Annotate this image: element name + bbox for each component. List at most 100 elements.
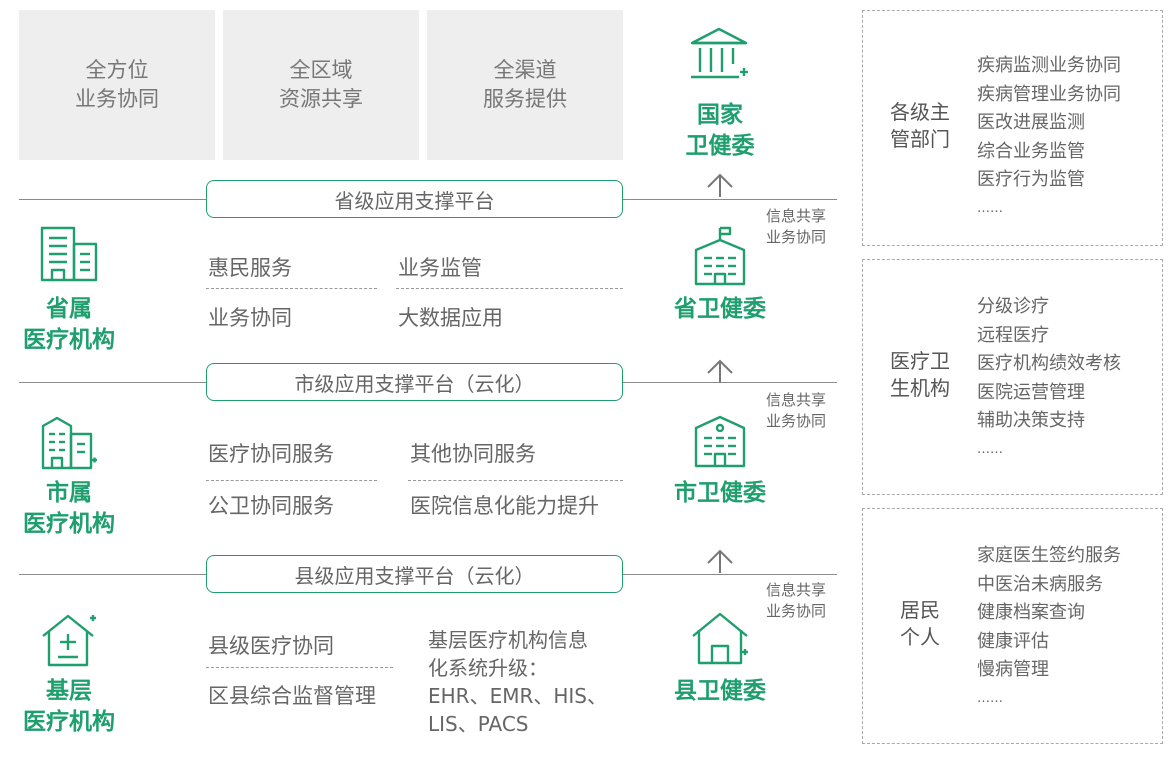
service-public-health: 公卫协同服务 <box>208 494 334 518</box>
panel-items: 家庭医生签约服务 中医治未病服务 健康档案查询 健康评估 慢病管理 …… <box>977 542 1121 713</box>
share-label: 信息共享 业务协同 <box>766 580 826 622</box>
panel-title: 医疗卫 生机构 <box>885 348 955 402</box>
panel-item: 家庭医生签约服务 <box>977 545 1121 566</box>
platform-label: 省级应用支撑平台 <box>334 188 495 213</box>
service-bigdata: 大数据应用 <box>398 306 503 330</box>
institution-line2: 医疗机构 <box>23 327 115 353</box>
grassroots-upgrade-text: 基层医疗机构信息 化系统升级： EHR、EMR、HIS、 LIS、PACS <box>428 626 607 738</box>
panel-title-line1: 医疗卫 <box>890 349 950 373</box>
panel-item: 医疗机构绩效考核 <box>977 353 1121 374</box>
up-arrow-icon <box>705 548 735 574</box>
clinic-house-icon <box>40 612 98 668</box>
city-institution-label: 市属 医疗机构 <box>13 478 125 540</box>
panel-title-line1: 居民 <box>900 598 940 622</box>
panel-item: 远程医疗 <box>977 324 1049 346</box>
provincial-institution-label: 省属 医疗机构 <box>13 294 125 356</box>
dashed-divider <box>206 480 377 481</box>
institution-line2: 医疗机构 <box>23 511 115 537</box>
panel-item: 中医治未病服务 <box>977 573 1103 595</box>
grassroots-institution-label: 基层 医疗机构 <box>13 676 125 738</box>
share-line1: 信息共享 <box>766 207 827 225</box>
panel-title-line1: 各级主 <box>890 100 950 124</box>
service-county-collab: 县级医疗协同 <box>208 634 334 658</box>
panel-institutions: 医疗卫 生机构 分级诊疗 远程医疗 医疗机构绩效考核 医院运营管理 辅助决策支持… <box>862 259 1163 495</box>
upgrade-line: EHR、EMR、HIS、 <box>428 684 607 708</box>
county-commission-label: 县卫健委 <box>674 678 766 704</box>
panel-item: 健康评估 <box>977 630 1049 652</box>
share-label: 信息共享 业务协同 <box>766 390 826 432</box>
provincial-commission-label: 省卫健委 <box>674 296 766 322</box>
panel-item: 分级诊疗 <box>977 296 1049 317</box>
panel-residents: 居民 个人 家庭医生签约服务 中医治未病服务 健康档案查询 健康评估 慢病管理 … <box>862 508 1163 744</box>
city-commission-label: 市卫健委 <box>674 480 766 506</box>
panel-items: 分级诊疗 远程医疗 医疗机构绩效考核 医院运营管理 辅助决策支持 …… <box>977 293 1121 464</box>
panel-item: 医院运营管理 <box>977 381 1085 403</box>
institution-line1: 基层 <box>46 678 92 704</box>
provincial-platform: 省级应用支撑平台 <box>206 180 623 218</box>
top-box-business: 全方位 业务协同 <box>19 10 215 160</box>
panel-title: 各级主 管部门 <box>885 99 955 153</box>
share-line1: 信息共享 <box>766 391 827 409</box>
panel-item: 慢病管理 <box>977 659 1049 680</box>
top-box-services: 全渠道 服务提供 <box>427 10 623 160</box>
panel-title: 居民 个人 <box>885 597 955 651</box>
house-icon <box>690 610 750 666</box>
panel-item: 医改进展监测 <box>977 112 1085 133</box>
commission-line1: 国家 <box>697 102 743 128</box>
dashed-divider <box>396 288 623 289</box>
institution-line1: 省属 <box>46 296 92 322</box>
top-box-line2: 业务协同 <box>75 87 159 111</box>
upgrade-line: 化系统升级： <box>428 656 548 680</box>
county-platform: 县级应用支撑平台（云化） <box>206 555 623 593</box>
panel-title-line2: 管部门 <box>890 127 950 151</box>
share-label: 信息共享 业务协同 <box>766 206 826 248</box>
panel-items: 疾病监测业务协同 疾病管理业务协同 医改进展监测 综合业务监管 医疗行为监管 …… <box>977 52 1121 223</box>
government-building-icon <box>689 26 751 82</box>
share-line2: 业务协同 <box>766 412 827 430</box>
panel-title-line2: 个人 <box>900 625 940 649</box>
top-box-line1: 全区域 <box>289 58 353 82</box>
national-commission-label: 国家 卫健委 <box>662 100 778 162</box>
service-other-collab: 其他协同服务 <box>410 442 536 466</box>
service-medical-collab: 医疗协同服务 <box>208 442 334 466</box>
panel-authorities: 各级主 管部门 疾病监测业务协同 疾病管理业务协同 医改进展监测 综合业务监管 … <box>862 10 1163 246</box>
city-hospital-icon <box>40 414 98 470</box>
top-box-line1: 全方位 <box>85 58 149 82</box>
panel-item: 疾病监测业务协同 <box>977 55 1121 76</box>
institution-line2: 医疗机构 <box>23 709 115 735</box>
share-line2: 业务协同 <box>766 228 827 246</box>
platform-label: 市级应用支撑平台（云化） <box>294 371 535 396</box>
panel-item: 疾病管理业务协同 <box>977 83 1121 105</box>
service-county-supervision: 区县综合监督管理 <box>208 684 376 708</box>
panel-item: …… <box>977 441 1003 457</box>
service-hospital-it: 医院信息化能力提升 <box>410 494 599 518</box>
dashed-divider <box>206 667 393 668</box>
top-box-line2: 服务提供 <box>483 87 567 111</box>
panel-item: 医疗行为监管 <box>977 169 1085 190</box>
service-collaboration: 业务协同 <box>208 306 292 330</box>
top-box-line2: 资源共享 <box>279 87 363 111</box>
commission-line2: 卫健委 <box>685 133 755 159</box>
service-supervision: 业务监管 <box>398 256 482 280</box>
upgrade-line: LIS、PACS <box>428 712 529 736</box>
platform-label: 县级应用支撑平台（云化） <box>294 563 535 588</box>
panel-item: …… <box>977 690 1003 706</box>
service-huimin: 惠民服务 <box>208 256 292 280</box>
upgrade-line: 基层医疗机构信息 <box>428 628 588 652</box>
panel-item: 辅助决策支持 <box>977 410 1085 431</box>
top-box-resources: 全区域 资源共享 <box>223 10 419 160</box>
up-arrow-icon <box>705 358 735 384</box>
panel-item: 健康档案查询 <box>977 602 1085 623</box>
top-box-line1: 全渠道 <box>493 58 557 82</box>
flag-building-icon <box>692 226 750 286</box>
hospital-building-icon <box>39 224 99 282</box>
panel-item: …… <box>977 200 1003 216</box>
dashed-divider <box>206 288 377 289</box>
city-building-icon <box>692 414 750 468</box>
share-line1: 信息共享 <box>766 581 827 599</box>
share-line2: 业务协同 <box>766 602 827 620</box>
city-platform: 市级应用支撑平台（云化） <box>206 363 623 401</box>
panel-title-line2: 生机构 <box>890 376 950 400</box>
dashed-divider <box>408 480 623 481</box>
up-arrow-icon <box>705 172 735 198</box>
